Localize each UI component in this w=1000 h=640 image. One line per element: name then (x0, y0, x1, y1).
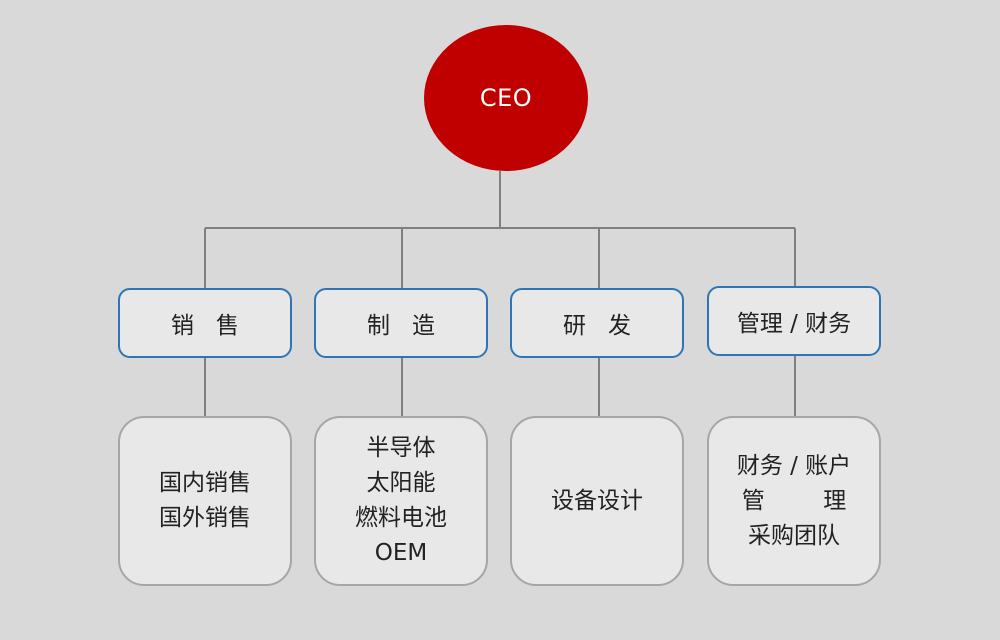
detail-box-rnd: 设备设计 (510, 416, 684, 586)
detail-item-procurement-team: 采购团队 (748, 522, 840, 549)
department-manufacturing: 制 造 (314, 288, 488, 358)
detail-item-semiconductor: 半导体 (366, 435, 436, 461)
detail-item-solar: 太阳能 (366, 470, 436, 496)
detail-item-management: 管 理 (741, 487, 847, 514)
detail-item-fuel-cell: 燃料电池 (355, 505, 447, 531)
detail-box-sales: 国内销售 国外销售 (118, 416, 292, 586)
detail-item-overseas-sales: 国外销售 (159, 505, 251, 531)
detail-item-equipment-design: 设备设计 (551, 487, 643, 514)
ceo-label: CEO (479, 84, 533, 112)
detail-box-manufacturing: 半导体 太阳能 燃料电池 OEM (314, 416, 488, 586)
detail-item-oem: OEM (374, 540, 428, 566)
ceo-node: CEO (424, 25, 588, 171)
department-management-finance: 管理 / 财务 (707, 286, 881, 356)
detail-item-finance-accounts: 财务 / 账户 (736, 452, 852, 479)
department-sales: 销 售 (118, 288, 292, 358)
detail-box-management-finance: 财务 / 账户 管 理 采购团队 (707, 416, 881, 586)
detail-item-domestic-sales: 国内销售 (159, 470, 251, 496)
department-rnd: 研 发 (510, 288, 684, 358)
